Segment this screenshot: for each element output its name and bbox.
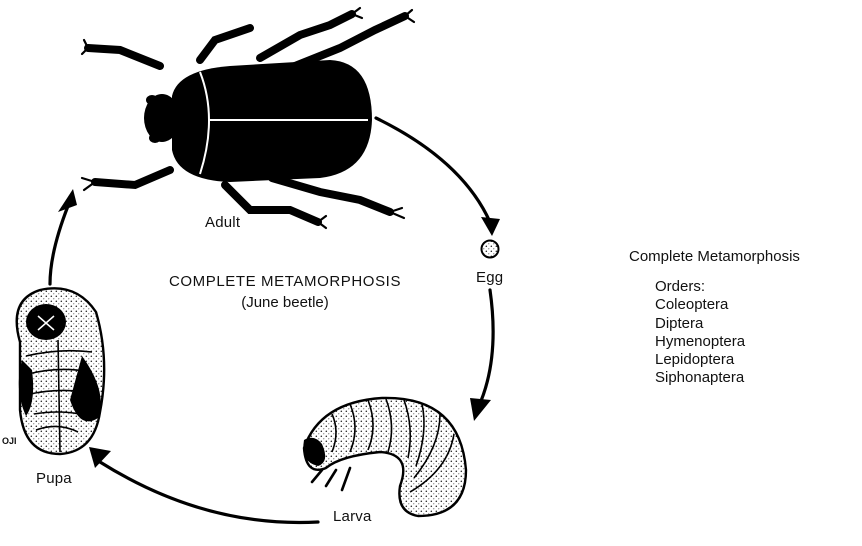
pupa-drawing — [17, 288, 104, 454]
order-item: Lepidoptera — [655, 351, 745, 369]
egg-drawing — [482, 241, 499, 258]
arrow-pupa-to-adult — [50, 206, 68, 284]
stage-label-adult: Adult — [205, 214, 240, 231]
artist-mark: OJI — [2, 436, 17, 446]
arrowhead-pupa — [89, 447, 111, 468]
order-item: Hymenoptera — [655, 333, 745, 351]
adult-beetle-drawing — [82, 8, 414, 228]
orders-label: Orders: — [655, 278, 745, 296]
arrow-egg-to-larva — [478, 290, 493, 408]
orders-list: Orders: Coleoptera Diptera Hymenoptera L… — [655, 278, 745, 388]
arrowhead-egg — [481, 217, 500, 236]
order-item: Coleoptera — [655, 296, 745, 314]
order-item: Diptera — [655, 315, 745, 333]
order-item: Siphonaptera — [655, 369, 745, 387]
side-panel-heading: Complete Metamorphosis — [629, 247, 800, 267]
stage-label-larva: Larva — [333, 508, 372, 525]
stage-label-pupa: Pupa — [36, 470, 72, 487]
diagram-subtitle: (June beetle) — [120, 293, 450, 313]
larva-drawing — [303, 398, 466, 516]
diagram-title: COMPLETE METAMORPHOSIS — [120, 272, 450, 292]
arrowhead-larva — [470, 398, 491, 421]
arrow-adult-to-egg — [376, 118, 490, 222]
stage-label-egg: Egg — [476, 269, 503, 286]
arrow-larva-to-pupa — [100, 462, 318, 523]
